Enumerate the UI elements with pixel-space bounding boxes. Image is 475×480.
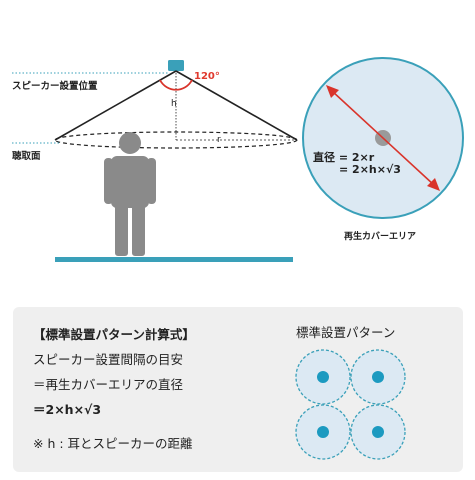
diameter-formula: 直径 = 2×r = 2×h×√3 [313,152,401,176]
height-label: h [171,99,177,109]
pattern-speaker-1 [295,349,351,405]
panel-line-1: スピーカー設置間隔の目安 [33,352,184,367]
diameter-line [331,90,435,186]
arrow-head-end [427,178,440,191]
cone-diagram [12,57,464,262]
pattern-title: 標準設置パターン [296,325,396,340]
speaker-position-label: スピーカー設置位置 [12,81,98,92]
installation-pattern [295,349,406,460]
arrow-head-start [326,85,339,98]
floor-line [55,257,293,262]
listening-plane-label: 聴取面 [12,151,41,162]
pattern-speaker-3 [295,404,351,460]
panel-line-3: ＝2×h×√3 [33,402,102,417]
angle-label: 120° [194,71,220,82]
speaker-icon [168,60,184,71]
radius-label: r [217,135,221,145]
person-icon [104,132,156,256]
panel-line-2: ＝再生カバーエリアの直径 [33,377,184,392]
formula-line-1: 直径 = 2×r [313,151,375,164]
panel-heading: 【標準設置パターン計算式】 [33,327,195,342]
cone-left-edge [54,70,177,141]
pattern-speaker-4 [350,404,406,460]
panel-note: ※ h : 耳とスピーカーの距離 [33,436,193,451]
coverage-area-label: 再生カバーエリア [344,232,417,242]
pattern-speaker-2 [350,349,406,405]
angle-arc [159,79,193,91]
formula-line-2: = 2×h×√3 [339,163,401,176]
cone-right-edge [175,70,298,141]
